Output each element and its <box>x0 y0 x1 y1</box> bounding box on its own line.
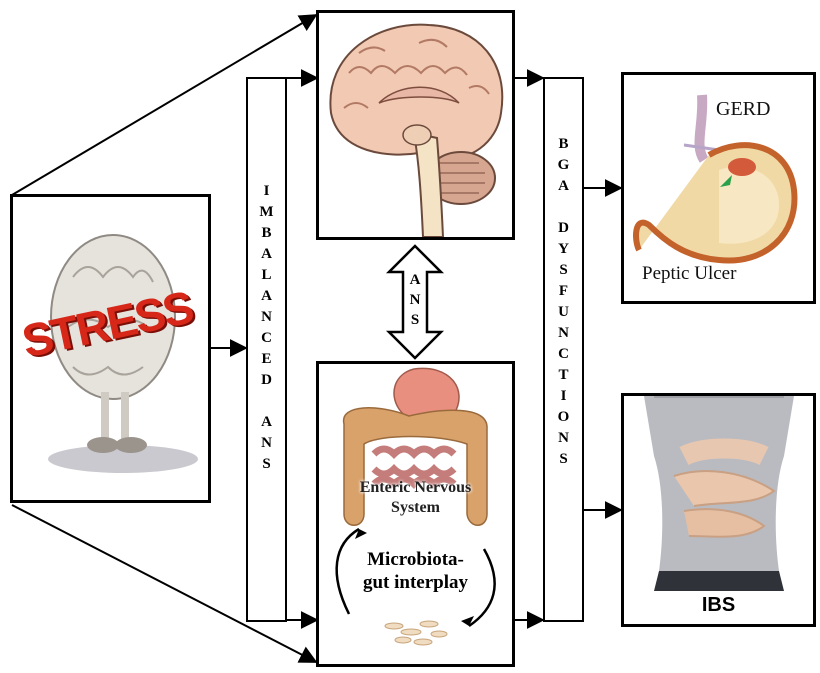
brain-sagittal-illustration <box>319 13 512 237</box>
gerd-subtitle: Peptic Ulcer <box>642 263 736 285</box>
bga-dysfunctions-label: BGADYSFUNCTIONS <box>545 134 582 470</box>
ans-label: ANS <box>403 270 427 330</box>
bga-dysfunctions-bar: BGADYSFUNCTIONS <box>543 77 584 622</box>
gut-panel: Enteric Nervous System Microbiota- gut i… <box>316 361 515 667</box>
ibs-panel: IBS <box>621 393 816 627</box>
gerd-panel: GERD Peptic Ulcer <box>621 72 816 304</box>
ibs-title: IBS <box>624 594 813 617</box>
stress-panel: STRESS <box>10 194 211 503</box>
gut-label-line4: gut interplay <box>319 572 512 594</box>
gerd-title: GERD <box>716 98 770 121</box>
imbalanced-ans-label: IMBALANCEDANS <box>248 181 285 475</box>
gut-label-line1: Enteric Nervous <box>319 479 512 497</box>
imbalanced-ans-bar: IMBALANCEDANS <box>246 77 287 622</box>
abdominal-pain-illustration <box>624 396 813 624</box>
gut-label-line2: System <box>319 499 512 517</box>
gut-label-line3: Microbiota- <box>319 549 512 571</box>
brain-panel <box>316 10 515 240</box>
